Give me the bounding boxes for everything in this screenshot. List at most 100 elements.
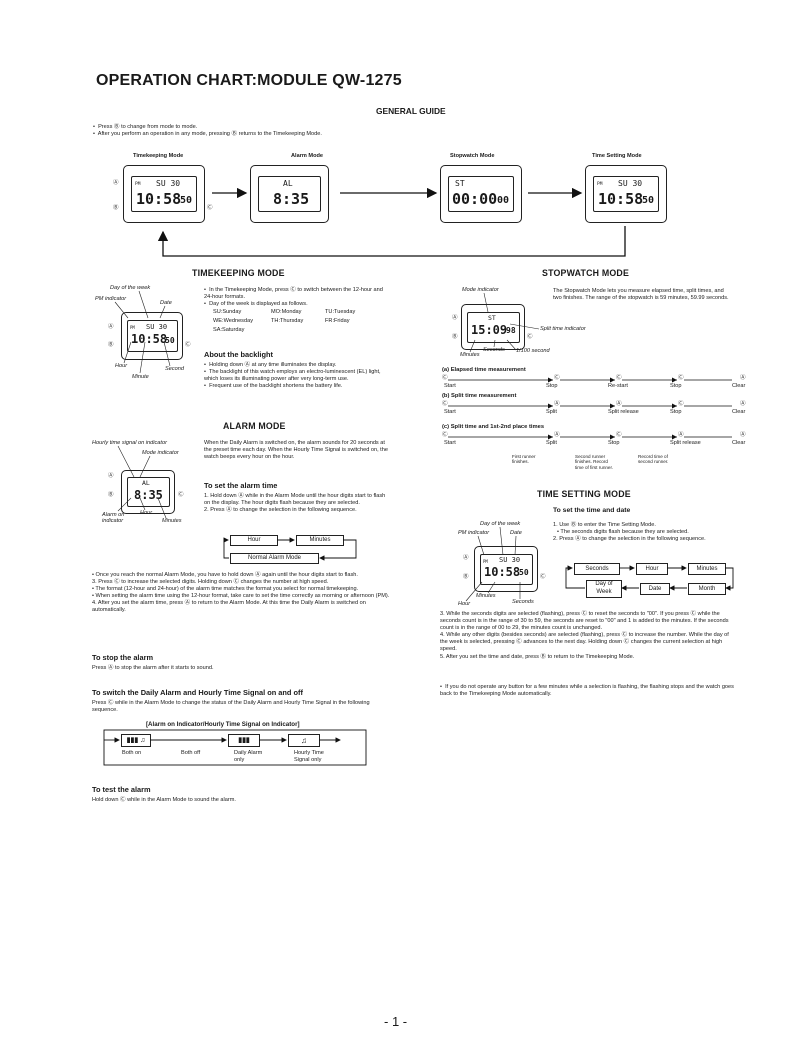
seq-hour-box: Hour xyxy=(230,535,278,546)
stopwatch-b-heading: (b) Split time measurement xyxy=(442,393,517,399)
watch-alarm-detail: AL 8:35 xyxy=(121,470,175,514)
watch-lcd: AL 8:35 xyxy=(258,176,321,212)
time-setting-step: 3. While the seconds digits are selected… xyxy=(440,611,729,632)
button-a-label: Ⓐ xyxy=(463,555,469,561)
label-date: Date xyxy=(160,300,172,306)
day-code: TH:Thursday xyxy=(271,318,304,325)
watch-time-setting-detail: PM SU 30 10:58 50 xyxy=(474,546,538,592)
seq-day-of-week-box: Day of Week xyxy=(586,580,622,598)
stopwatch-c-note: Record time of second runner. xyxy=(638,454,669,465)
sequence-step: Stop xyxy=(670,409,682,415)
sequence-key: Ⓐ xyxy=(678,432,684,438)
alarm-note: • When setting the alarm time using the … xyxy=(92,593,390,600)
timekeeping-bullet: • Day of the week is displayed as follow… xyxy=(204,301,308,308)
seq-hour-box: Hour xyxy=(636,563,668,575)
label-hour: Hour xyxy=(458,601,471,607)
stopwatch-c-heading: (c) Split time and 1st-2nd place times xyxy=(442,424,545,430)
button-a-label: Ⓐ xyxy=(452,315,458,321)
sequence-step: Start xyxy=(444,440,456,446)
label-mode-indicator: Mode indicator xyxy=(142,450,179,456)
timekeeping-callout-lines xyxy=(114,290,171,374)
sequence-key: Ⓐ xyxy=(554,432,560,438)
seq-seconds-box: Seconds xyxy=(574,563,620,575)
sequence-step: Start xyxy=(444,409,456,415)
timekeeping-bullet: • In the Timekeeping Mode, press Ⓒ to sw… xyxy=(204,287,383,301)
label-hundredth: 1/100 second xyxy=(516,348,550,354)
sequence-arrow-head xyxy=(548,377,553,383)
set-alarm-steps: 1. Hold down Ⓐ while in the Alarm Mode u… xyxy=(204,493,390,514)
watch-stopwatch-detail: ST 15:09 98 xyxy=(461,304,525,350)
button-b-label: Ⓑ xyxy=(463,574,469,580)
label-date: Date xyxy=(510,530,522,536)
backlight-heading: About the backlight xyxy=(204,350,273,359)
lcd-top-text: SU 30 xyxy=(146,323,168,331)
mode-label-stopwatch: Stopwatch Mode xyxy=(450,153,495,159)
alarm-callout-lines xyxy=(117,445,167,519)
backlight-bullet: • The backlight of this watch employs an… xyxy=(204,369,381,383)
day-code: SA:Saturday xyxy=(213,327,245,334)
sequence-arrow-head xyxy=(672,403,677,409)
lcd-seconds: 50 xyxy=(165,336,175,345)
sequence-step: Clear xyxy=(732,440,746,446)
button-b-label: Ⓑ xyxy=(108,492,114,498)
watch-lcd: PM SU 30 10:58 50 xyxy=(127,320,178,352)
sequence-key: Ⓒ xyxy=(616,375,622,381)
lcd-seconds: 50 xyxy=(519,568,529,577)
pm-indicator: PM xyxy=(130,325,135,330)
label-second: Second xyxy=(165,366,184,372)
seq-minutes-box: Minutes xyxy=(296,535,344,546)
watch-lcd: ST 00:00 00 xyxy=(448,176,514,212)
label-alarm-on: Alarm on indicator xyxy=(102,512,125,524)
time-setting-note: • If you do not operate any button for a… xyxy=(440,684,734,698)
lcd-main-digits: 15:09 xyxy=(471,323,508,337)
alarm-note: • Once you reach the normal Alarm Mode, … xyxy=(92,572,358,578)
lcd-seconds: 50 xyxy=(642,195,655,206)
label-day-of-week: Day of the week xyxy=(480,521,521,527)
general-bullet: • After you perform an operation in any … xyxy=(93,131,322,138)
lcd-top-text: SU 30 xyxy=(618,179,643,188)
timekeeping-text: • In the Timekeeping Mode, press Ⓒ to sw… xyxy=(204,287,390,335)
set-time-subheading: To set the time and date xyxy=(553,507,631,514)
label-hourly-signal: Hourly time signal on indicator xyxy=(92,440,167,446)
sequence-key: Ⓒ xyxy=(616,432,622,438)
set-alarm-heading: To set the alarm time xyxy=(204,481,278,490)
label-hour: Hour xyxy=(140,510,153,516)
lcd-hundredths: 98 xyxy=(506,326,516,335)
alarm-note: 4. After you set the alarm time, press Ⓐ… xyxy=(92,600,366,614)
watch-time-setting: PM SU 30 10:58 50 xyxy=(585,165,667,223)
time-setting-step: • The seconds digits flash because they … xyxy=(557,529,689,536)
sequence-step: Clear xyxy=(732,409,746,415)
lcd-top-text: ST xyxy=(488,314,496,322)
button-a-label: Ⓐ xyxy=(108,324,114,330)
stopwatch-a-heading: (a) Elapsed time measurement xyxy=(442,367,526,373)
sequence-arrows xyxy=(448,403,732,409)
day-code: WE:Wednesday xyxy=(213,318,254,325)
day-code: TU:Tuesday xyxy=(325,309,356,316)
sequence-arrow-head xyxy=(548,434,553,440)
label-seconds: Seconds xyxy=(483,347,505,353)
time-setting-step: 5. After you set the time and date, pres… xyxy=(440,653,635,660)
state-hourly-only-icons: ♫ xyxy=(288,734,320,747)
button-c-label: Ⓒ xyxy=(178,492,184,498)
sequence-key: Ⓒ xyxy=(678,375,684,381)
alarm-note: 3. Press Ⓒ to increase the selected digi… xyxy=(92,579,329,586)
sequence-key: Ⓐ xyxy=(740,432,746,438)
time-setting-callout-lines xyxy=(465,526,521,602)
lcd-seconds: 50 xyxy=(180,195,193,206)
backlight-text: • Holding down Ⓐ at any time illuminates… xyxy=(204,362,390,390)
button-b-label: Ⓑ xyxy=(108,342,114,348)
sequence-arrows xyxy=(448,377,732,383)
sequence-arrow-head xyxy=(610,403,615,409)
label-pm-indicator: PM indicator xyxy=(95,296,127,302)
alarm-state-arrows xyxy=(103,729,367,766)
watch-lcd: ST 15:09 98 xyxy=(467,312,520,343)
sequence-step: Split xyxy=(546,440,557,446)
watch-stopwatch: ST 00:00 00 xyxy=(440,165,522,223)
stop-alarm-text: Press Ⓐ to stop the alarm after it start… xyxy=(92,665,214,671)
sequence-key: Ⓒ xyxy=(442,375,448,381)
state-label: Both on xyxy=(122,750,142,756)
sequence-step: Re-start xyxy=(608,383,628,389)
mode-label-alarm: Alarm Mode xyxy=(291,153,324,159)
